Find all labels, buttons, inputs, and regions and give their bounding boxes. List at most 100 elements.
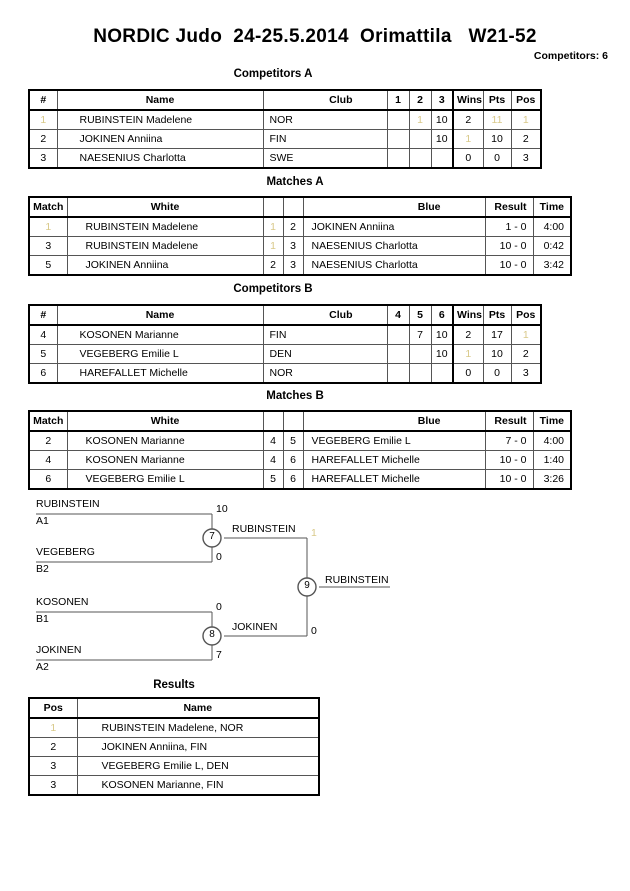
cell-slot-3 <box>430 148 454 169</box>
cell-blue-name: NAESENIUS Charlotta <box>302 236 486 256</box>
cell-name: RUBINSTEIN Madelene, NOR <box>76 717 320 738</box>
cell-slot-2 <box>408 129 432 149</box>
bracket-champion-label: RUBINSTEIN <box>325 574 389 586</box>
cell-result: 10 - 0 <box>484 255 534 276</box>
table-row: 2 KOSONEN Marianne 4 5 VEGEBERG Emilie L… <box>28 430 572 451</box>
cell-blue-name: NAESENIUS Charlotta <box>302 255 486 276</box>
matches-a-caption: Matches A <box>266 176 324 188</box>
bracket-semifinal-score-8: 0 <box>311 625 317 637</box>
bracket-entry-score-2: 0 <box>216 551 222 563</box>
cell-pos: 3 <box>28 775 78 796</box>
cell-slot-6: 10 <box>430 344 454 364</box>
table-row: 1 RUBINSTEIN Madelene, NOR <box>28 717 320 738</box>
cell-match-number: 3 <box>28 236 68 256</box>
cell-blue-number: 3 <box>282 255 304 276</box>
cell-pts: 10 <box>482 344 512 364</box>
cell-club: SWE <box>262 148 388 169</box>
cell-wins: 0 <box>452 148 484 169</box>
cell-slot-5: 7 <box>408 324 432 345</box>
cell-pts: 11 <box>482 109 512 130</box>
cell-time: 4:00 <box>532 216 572 237</box>
cell-pos: 1 <box>510 324 542 345</box>
cell-blue-number: 6 <box>282 469 304 490</box>
cell-white-number: 1 <box>262 216 284 237</box>
col-header-wins: Wins <box>452 89 484 111</box>
cell-white-number: 2 <box>262 255 284 276</box>
table-header-row: # Name Club 1 2 3 Wins Pts Pos <box>28 89 542 111</box>
col-header-result: Result <box>484 196 534 218</box>
bracket-semifinal-winner-7: RUBINSTEIN <box>232 523 296 535</box>
col-header-white-number <box>262 410 284 432</box>
bracket-entry-seed-2: B2 <box>36 563 49 575</box>
table-row: 3 KOSONEN Marianne, FIN <box>28 775 320 796</box>
bracket-entry-name-4: JOKINEN <box>36 644 82 656</box>
cell-pos: 2 <box>510 129 542 149</box>
cell-blue-number: 3 <box>282 236 304 256</box>
matches-a-table: Match White Blue Result Time 1 RUBINSTEI… <box>28 196 572 276</box>
cell-slot-5 <box>408 344 432 364</box>
cell-slot-4 <box>386 363 410 384</box>
cell-pos: 3 <box>510 148 542 169</box>
bracket-entry-score-4: 7 <box>216 649 222 661</box>
cell-time: 3:42 <box>532 255 572 276</box>
knockout-bracket: RUBINSTEIN A1 10 VEGEBERG B2 0 KOSONEN B… <box>0 495 630 680</box>
col-header-name: Name <box>56 304 264 326</box>
cell-name: VEGEBERG Emilie L <box>56 344 264 364</box>
cell-number: 2 <box>28 129 58 149</box>
col-header-match: Match <box>28 196 68 218</box>
cell-slot-1 <box>386 109 410 130</box>
table-header-row: # Name Club 4 5 6 Wins Pts Pos <box>28 304 542 326</box>
cell-wins: 2 <box>452 109 484 130</box>
table-row: 1 RUBINSTEIN Madelene 1 2 JOKINEN Anniin… <box>28 216 572 237</box>
cell-white-number: 4 <box>262 450 284 470</box>
col-header-pos: Pos <box>510 304 542 326</box>
cell-pos: 1 <box>510 109 542 130</box>
bracket-entry-score-3: 0 <box>216 601 222 613</box>
col-header-number: # <box>28 89 58 111</box>
cell-white-name: KOSONEN Marianne <box>66 430 264 451</box>
cell-pts: 17 <box>482 324 512 345</box>
col-header-result: Result <box>484 410 534 432</box>
cell-white-number: 4 <box>262 430 284 451</box>
cell-white-name: VEGEBERG Emilie L <box>66 469 264 490</box>
results-table: Pos Name 1 RUBINSTEIN Madelene, NOR 2 JO… <box>28 697 320 796</box>
col-header-blue: Blue <box>302 196 486 218</box>
cell-white-name: KOSONEN Marianne <box>66 450 264 470</box>
table-row: 3 VEGEBERG Emilie L, DEN <box>28 756 320 776</box>
col-header-blue-number <box>282 410 304 432</box>
cell-blue-name: VEGEBERG Emilie L <box>302 430 486 451</box>
cell-time: 3:26 <box>532 469 572 490</box>
results-caption: Results <box>153 679 195 691</box>
cell-club: NOR <box>262 363 388 384</box>
cell-number: 3 <box>28 148 58 169</box>
table-row: 4 KOSONEN Marianne FIN 7 10 2 17 1 <box>28 324 542 345</box>
table-row: 6 HAREFALLET Michelle NOR 0 0 3 <box>28 363 542 384</box>
table-header-row: Match White Blue Result Time <box>28 196 572 218</box>
cell-white-name: JOKINEN Anniina <box>66 255 264 276</box>
cell-match-number: 1 <box>28 216 68 237</box>
cell-slot-2: 1 <box>408 109 432 130</box>
cell-pts: 0 <box>482 148 512 169</box>
page-title: NORDIC Judo 24-25.5.2014 Orimattila W21-… <box>93 26 537 47</box>
cell-match-number: 4 <box>28 450 68 470</box>
cell-pos: 3 <box>28 756 78 776</box>
cell-wins: 1 <box>452 344 484 364</box>
cell-blue-name: HAREFALLET Michelle <box>302 450 486 470</box>
bracket-node-match-7 <box>202 528 222 548</box>
table-row: 5 VEGEBERG Emilie L DEN 10 1 10 2 <box>28 344 542 364</box>
cell-wins: 1 <box>452 129 484 149</box>
cell-name: VEGEBERG Emilie L, DEN <box>76 756 320 776</box>
bracket-entry-seed-1: A1 <box>36 515 49 527</box>
cell-slot-6 <box>430 363 454 384</box>
col-header-pts: Pts <box>482 89 512 111</box>
competitors-b-caption: Competitors B <box>233 283 313 295</box>
cell-white-name: RUBINSTEIN Madelene <box>66 236 264 256</box>
col-header-blue: Blue <box>302 410 486 432</box>
cell-pos: 3 <box>510 363 542 384</box>
cell-wins: 0 <box>452 363 484 384</box>
col-header-slot-2: 2 <box>408 89 432 111</box>
bracket-entry-seed-3: B1 <box>36 613 49 625</box>
cell-slot-3: 10 <box>430 109 454 130</box>
matches-b-table: Match White Blue Result Time 2 KOSONEN M… <box>28 410 572 490</box>
cell-wins: 2 <box>452 324 484 345</box>
